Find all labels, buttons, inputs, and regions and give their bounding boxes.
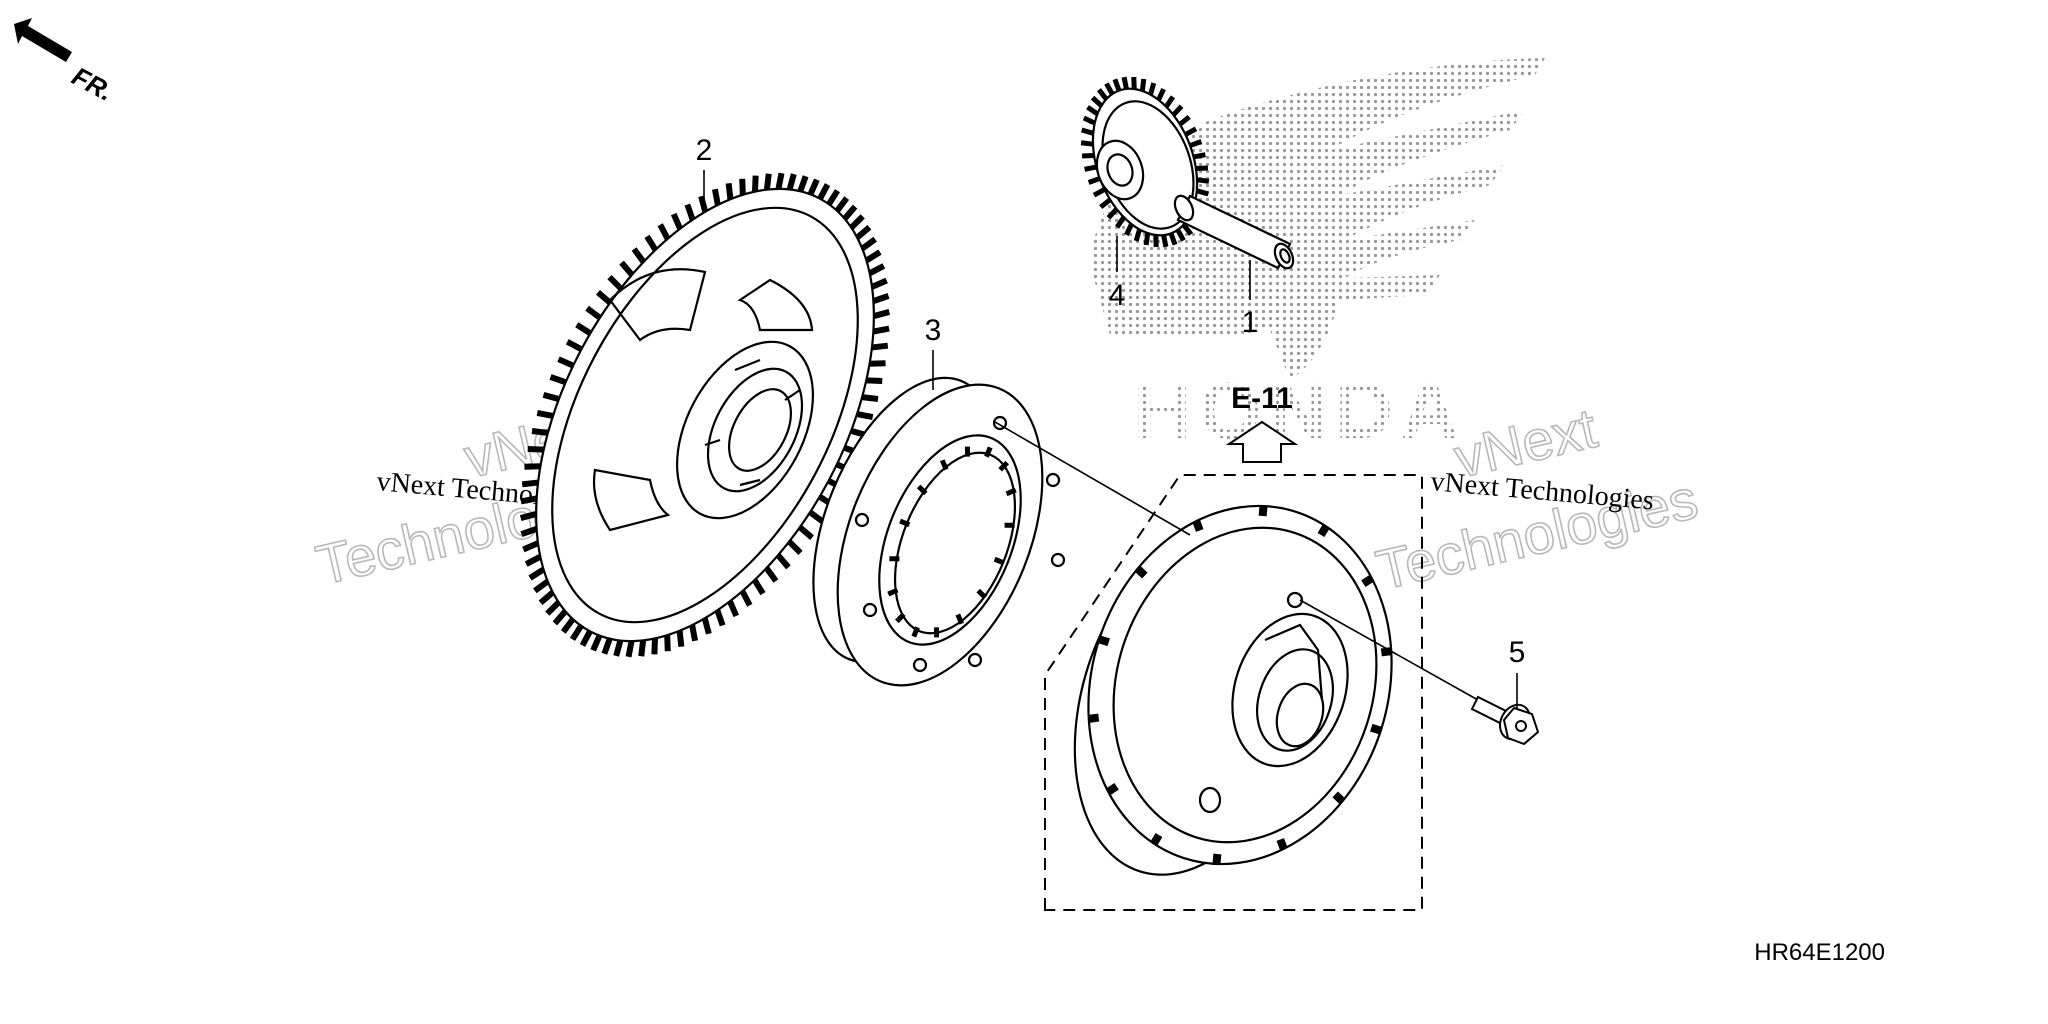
honda-logo-text: HONDA bbox=[1133, 366, 1466, 455]
part-1-reduction-gear-shaft bbox=[1173, 194, 1295, 270]
front-direction-arrow-icon bbox=[14, 18, 72, 62]
callouts bbox=[703, 170, 1518, 708]
part-5-flange-bolt bbox=[1299, 599, 1540, 746]
diagram-code: HR64E1200 bbox=[1754, 939, 1885, 966]
flywheel-rotor bbox=[1073, 504, 1393, 876]
honda-wing-logo: HONDA bbox=[1090, 58, 1545, 455]
callout-4: 4 bbox=[1109, 279, 1126, 312]
front-direction-label: FR. bbox=[67, 61, 118, 107]
reference-up-arrow-icon bbox=[1225, 420, 1299, 463]
front-direction-indicator: FR. bbox=[14, 18, 118, 107]
reference-indicator: E-11 bbox=[1225, 382, 1299, 463]
assembly-leader-line bbox=[994, 421, 1191, 536]
part-4-reduction-gear bbox=[1080, 76, 1210, 248]
reference-label: E-11 bbox=[1231, 382, 1293, 415]
callout-5: 5 bbox=[1509, 636, 1526, 669]
part-3-starter-clutch bbox=[812, 376, 1066, 687]
callout-3: 3 bbox=[925, 314, 942, 347]
callout-1: 1 bbox=[1242, 306, 1259, 339]
callout-2: 2 bbox=[696, 134, 713, 167]
